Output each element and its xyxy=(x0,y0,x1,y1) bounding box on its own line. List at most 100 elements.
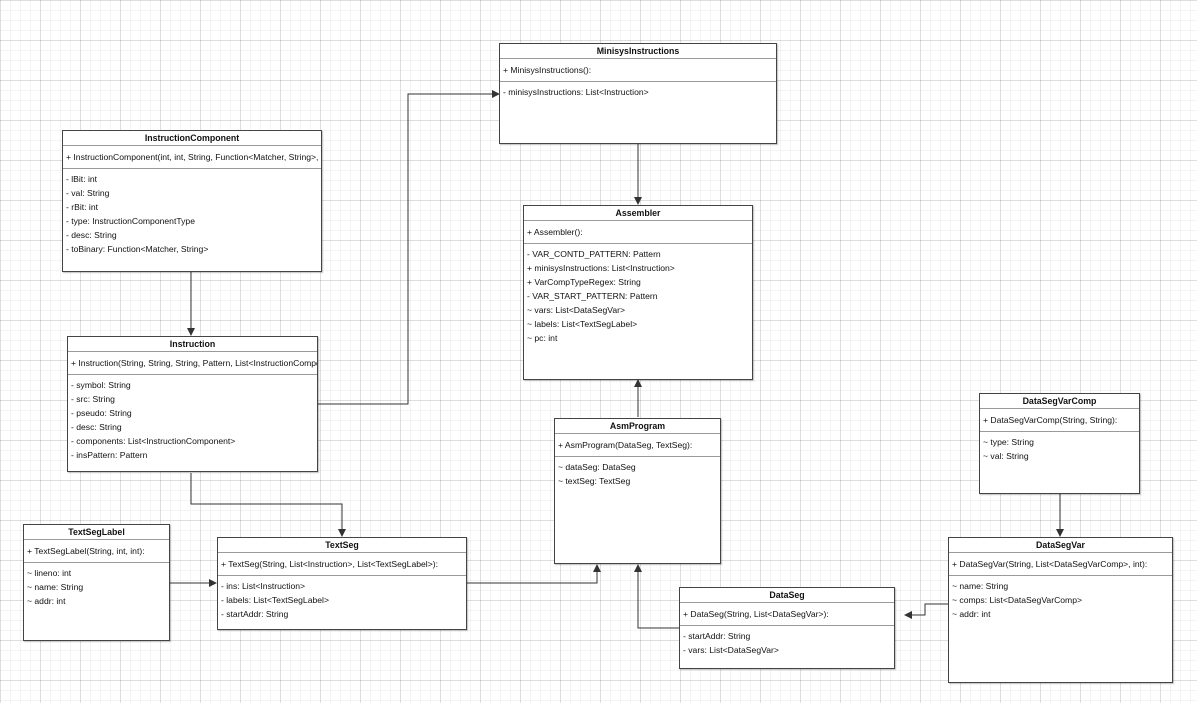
class-attribute: + minisysInstructions: List<Instruction> xyxy=(527,263,675,273)
class-attributes: - symbol: String - src: String - pseudo:… xyxy=(68,375,317,464)
class-attributes: ~ type: String ~ val: String xyxy=(980,432,1139,465)
class-attribute: + VarCompTypeRegex: String xyxy=(527,277,641,287)
class-attributes: - lBit: int - val: String - rBit: int - … xyxy=(63,169,321,258)
class-attribute: ~ vars: List<DataSegVar> xyxy=(527,305,626,315)
edge-data-seg-to-asm-program xyxy=(634,564,679,629)
class-attribute: - components: List<InstructionComponent> xyxy=(71,436,236,446)
class-attribute: - toBinary: Function<Matcher, String> xyxy=(66,244,209,254)
class-attribute: - pseudo: String xyxy=(71,408,132,418)
class-attribute: - vars: List<DataSegVar> xyxy=(683,645,779,655)
edge-instruction-to-minisys-instructions xyxy=(318,90,500,405)
class-data-seg-var-comp[interactable]: DataSegVarComp + DataSegVarComp(String, … xyxy=(979,393,1140,494)
class-attribute: - VAR_START_PATTERN: Pattern xyxy=(527,291,658,301)
edge-instruction-to-text-seg xyxy=(190,473,346,537)
edge-text-seg-to-asm-program xyxy=(467,564,601,584)
class-attribute: - desc: String xyxy=(66,230,117,240)
class-attribute: ~ labels: List<TextSegLabel> xyxy=(527,319,638,329)
class-data-seg-var[interactable]: DataSegVar + DataSegVar(String, List<Dat… xyxy=(948,537,1173,683)
class-attributes: - ins: List<Instruction> - labels: List<… xyxy=(218,576,466,623)
class-attribute: - lBit: int xyxy=(66,174,98,184)
divider xyxy=(500,81,776,82)
class-title: AsmProgram xyxy=(609,421,666,431)
divider xyxy=(980,408,1139,409)
class-attributes: - minisysInstructions: List<Instruction> xyxy=(500,82,776,101)
divider xyxy=(949,575,1172,576)
class-constructor: + DataSeg(String, List<DataSegVar>): xyxy=(683,609,829,619)
divider xyxy=(524,243,752,244)
class-constructor: + DataSegVarComp(String, String): xyxy=(983,415,1118,425)
class-title: TextSeg xyxy=(325,540,359,550)
class-attribute: ~ addr: int xyxy=(952,609,991,619)
class-attribute: ~ addr: int xyxy=(27,596,66,606)
class-constructor: + DataSegVar(String, List<DataSegVarComp… xyxy=(952,559,1148,569)
class-title: MinisysInstructions xyxy=(596,46,680,56)
class-attribute: - src: String xyxy=(71,394,115,404)
class-instruction-component[interactable]: InstructionComponent + InstructionCompon… xyxy=(62,130,322,272)
class-attributes: ~ name: String ~ comps: List<DataSegVarC… xyxy=(949,576,1172,623)
divider xyxy=(218,575,466,576)
class-attribute: ~ val: String xyxy=(983,451,1029,461)
class-attribute: ~ pc: int xyxy=(527,333,558,343)
class-title: Assembler xyxy=(615,208,661,218)
class-attributes: - startAddr: String - vars: List<DataSeg… xyxy=(680,626,894,659)
divider xyxy=(68,374,317,375)
class-data-seg[interactable]: DataSeg + DataSeg(String, List<DataSegVa… xyxy=(679,587,895,669)
class-asm-program[interactable]: AsmProgram + AsmProgram(DataSeg, TextSeg… xyxy=(554,418,721,564)
class-attribute: - startAddr: String xyxy=(683,631,751,641)
class-constructor: + TextSegLabel(String, int, int): xyxy=(27,546,145,556)
divider xyxy=(24,562,169,563)
class-minisys-instructions[interactable]: MinisysInstructions + MinisysInstruction… xyxy=(499,43,777,144)
class-constructor: + Assembler(): xyxy=(527,227,583,237)
class-attribute: - symbol: String xyxy=(71,380,131,390)
class-attribute: ~ comps: List<DataSegVarComp> xyxy=(952,595,1083,605)
class-attribute: - rBit: int xyxy=(66,202,98,212)
divider xyxy=(980,431,1139,432)
divider xyxy=(524,220,752,221)
divider xyxy=(500,58,776,59)
class-title: DataSegVarComp xyxy=(1022,396,1097,406)
divider xyxy=(218,552,466,553)
class-title: DataSeg xyxy=(769,590,805,600)
class-constructor: + MinisysInstructions(): xyxy=(503,65,592,75)
edge-data-seg-var-to-data-seg xyxy=(904,603,948,619)
divider xyxy=(680,625,894,626)
divider xyxy=(555,456,720,457)
divider xyxy=(63,145,321,146)
divider xyxy=(680,602,894,603)
class-attribute: ~ name: String xyxy=(27,582,84,592)
class-attributes: - VAR_CONTD_PATTERN: Pattern + minisysIn… xyxy=(524,244,752,347)
class-attribute: - VAR_CONTD_PATTERN: Pattern xyxy=(527,249,661,259)
class-title: InstructionComponent xyxy=(144,133,240,143)
class-attribute: - minisysInstructions: List<Instruction> xyxy=(503,87,649,97)
divider xyxy=(949,552,1172,553)
class-instruction[interactable]: Instruction + Instruction(String, String… xyxy=(67,336,318,472)
class-constructor: + AsmProgram(DataSeg, TextSeg): xyxy=(558,440,693,450)
class-constructor: + Instruction(String, String, String, Pa… xyxy=(71,358,318,368)
class-title: TextSegLabel xyxy=(68,527,125,537)
class-constructor: + InstructionComponent(int, int, String,… xyxy=(66,152,321,162)
class-constructor: + TextSeg(String, List<Instruction>, Lis… xyxy=(221,559,438,569)
divider xyxy=(63,168,321,169)
class-attribute: ~ type: String xyxy=(983,437,1034,447)
divider xyxy=(68,351,317,352)
class-attributes: ~ lineno: int ~ name: String ~ addr: int xyxy=(24,563,169,610)
class-attribute: - type: InstructionComponentType xyxy=(66,216,195,226)
class-attribute: ~ dataSeg: DataSeg xyxy=(558,462,636,472)
class-attributes: ~ dataSeg: DataSeg ~ textSeg: TextSeg xyxy=(555,457,720,490)
class-assembler[interactable]: Assembler + Assembler(): - VAR_CONTD_PAT… xyxy=(523,205,753,380)
class-text-seg-label[interactable]: TextSegLabel + TextSegLabel(String, int,… xyxy=(23,524,170,641)
class-attribute: - ins: List<Instruction> xyxy=(221,581,306,591)
class-attribute: - desc: String xyxy=(71,422,122,432)
class-attribute: - startAddr: String xyxy=(221,609,289,619)
divider xyxy=(24,539,169,540)
class-attribute: - insPattern: Pattern xyxy=(71,450,148,460)
class-attribute: ~ lineno: int xyxy=(27,568,72,578)
class-attribute: ~ name: String xyxy=(952,581,1009,591)
divider xyxy=(555,433,720,434)
class-attribute: ~ textSeg: TextSeg xyxy=(558,476,631,486)
class-title: Instruction xyxy=(169,339,216,349)
class-title: DataSegVar xyxy=(1036,540,1085,550)
class-text-seg[interactable]: TextSeg + TextSeg(String, List<Instructi… xyxy=(217,537,467,630)
class-attribute: - labels: List<TextSegLabel> xyxy=(221,595,329,605)
class-attribute: - val: String xyxy=(66,188,110,198)
